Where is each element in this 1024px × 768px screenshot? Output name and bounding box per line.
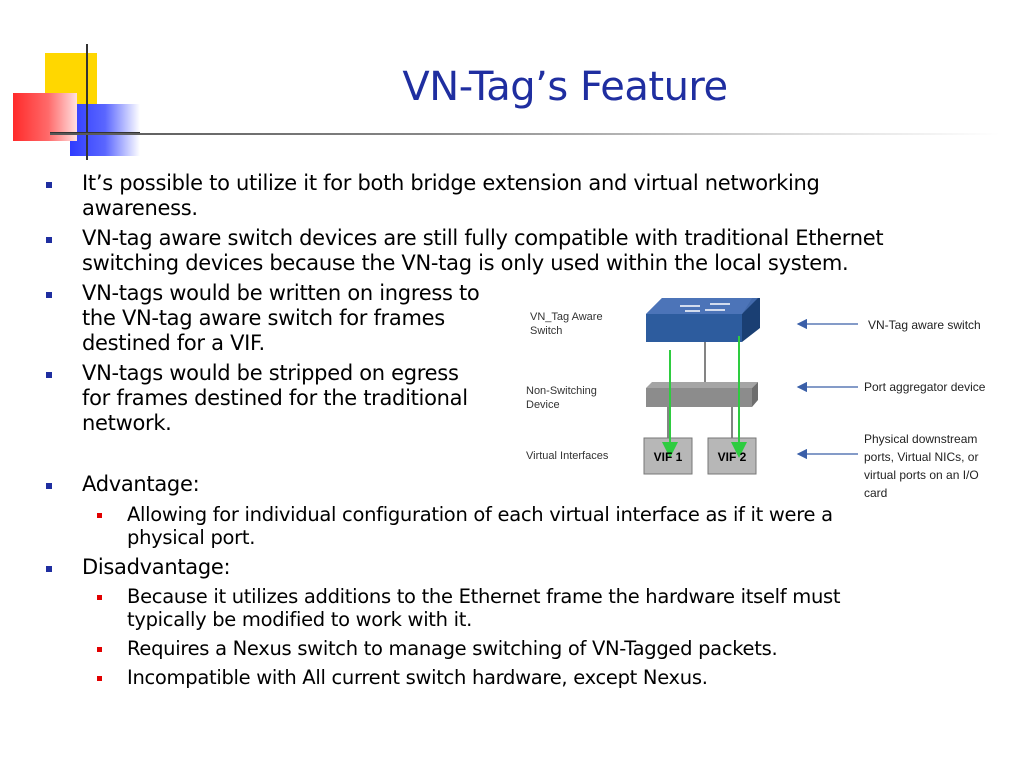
sub-bullet-line: Because it utilizes additions to the Eth… [127, 585, 841, 608]
bullet-line: the VN-tag aware switch for frames [82, 306, 445, 330]
sub-bullet-marker [97, 647, 102, 652]
bullet-marker [46, 483, 52, 489]
vif-1-label: VIF 1 [653, 450, 683, 464]
sub-bullet-marker [97, 676, 102, 681]
aggregator-right-label: Port aggregator device [864, 380, 986, 394]
sub-bullet-line: Incompatible with All current switch har… [127, 666, 708, 689]
vertical-line [86, 44, 88, 160]
vif-2-label: VIF 2 [717, 450, 747, 464]
bullet-marker [46, 237, 52, 243]
sub-bullet-line: Requires a Nexus switch to manage switch… [127, 637, 778, 660]
bullet-item: It’s possible to utilize it for both bri… [46, 171, 962, 221]
vn-tag-switch [646, 298, 760, 342]
vn-tag-diagram: VN_Tag Aware Switch Non-Switching Device… [520, 290, 1020, 510]
bullet-marker [46, 566, 52, 572]
virtual-interfaces-label: Virtual Interfaces [526, 450, 609, 462]
bullet-marker [46, 182, 52, 188]
bullet-line: Advantage: [82, 472, 200, 496]
bullet-line: It’s possible to utilize it for both bri… [82, 171, 820, 195]
bullet-item: Advantage: [46, 472, 382, 497]
diagram-graphic [643, 298, 858, 475]
bullet-line: VN-tags would be stripped on egress [82, 361, 459, 385]
bullet-marker [46, 372, 52, 378]
sub-bullet-marker [97, 595, 102, 600]
blue-square [70, 104, 140, 156]
bullet-line: switching devices because the VN-tag is … [82, 251, 849, 275]
sub-bullet-item: Because it utilizes additions to the Eth… [97, 585, 987, 631]
bullet-marker [46, 292, 52, 298]
port-aggregator [646, 382, 758, 407]
bullet-line: Disadvantage: [82, 555, 231, 579]
bullet-item: VN-tag aware switch devices are still fu… [46, 226, 982, 276]
corner-decoration [0, 0, 160, 165]
bullet-line: awareness. [82, 196, 198, 220]
switch-left-label: VN_Tag Aware Switch [530, 311, 603, 337]
title-divider [50, 133, 1000, 135]
sub-bullet-item: Incompatible with All current switch har… [97, 666, 987, 689]
bullet-line: VN-tags would be written on ingress to [82, 281, 480, 305]
sub-bullet-line: typically be modified to work with it. [127, 608, 472, 631]
bullet-item: Disadvantage: [46, 555, 382, 580]
sub-bullet-marker [97, 513, 102, 518]
bullet-item: VN-tags would be written on ingress to t… [46, 281, 532, 356]
switch-right-label: VN-Tag aware switch [868, 318, 981, 332]
bullet-line: VN-tag aware switch devices are still fu… [82, 226, 884, 250]
bullet-line: for frames destined for the traditional [82, 386, 468, 410]
sub-bullet-line: physical port. [127, 526, 256, 549]
non-switching-label: Non-Switching Device [526, 385, 597, 411]
bullet-line: network. [82, 411, 172, 435]
sub-bullet-line: Allowing for individual configuration of… [127, 503, 833, 526]
bullet-line: destined for a VIF. [82, 331, 265, 355]
sub-bullet-item: Allowing for individual configuration of… [97, 503, 987, 549]
physical-ports-label: Physical downstream ports, Virtual NICs,… [864, 432, 979, 500]
page-title: VN-Tag’s Feature [402, 64, 728, 110]
sub-bullet-item: Requires a Nexus switch to manage switch… [97, 637, 987, 660]
bullet-item: VN-tags would be stripped on egress for … [46, 361, 532, 436]
